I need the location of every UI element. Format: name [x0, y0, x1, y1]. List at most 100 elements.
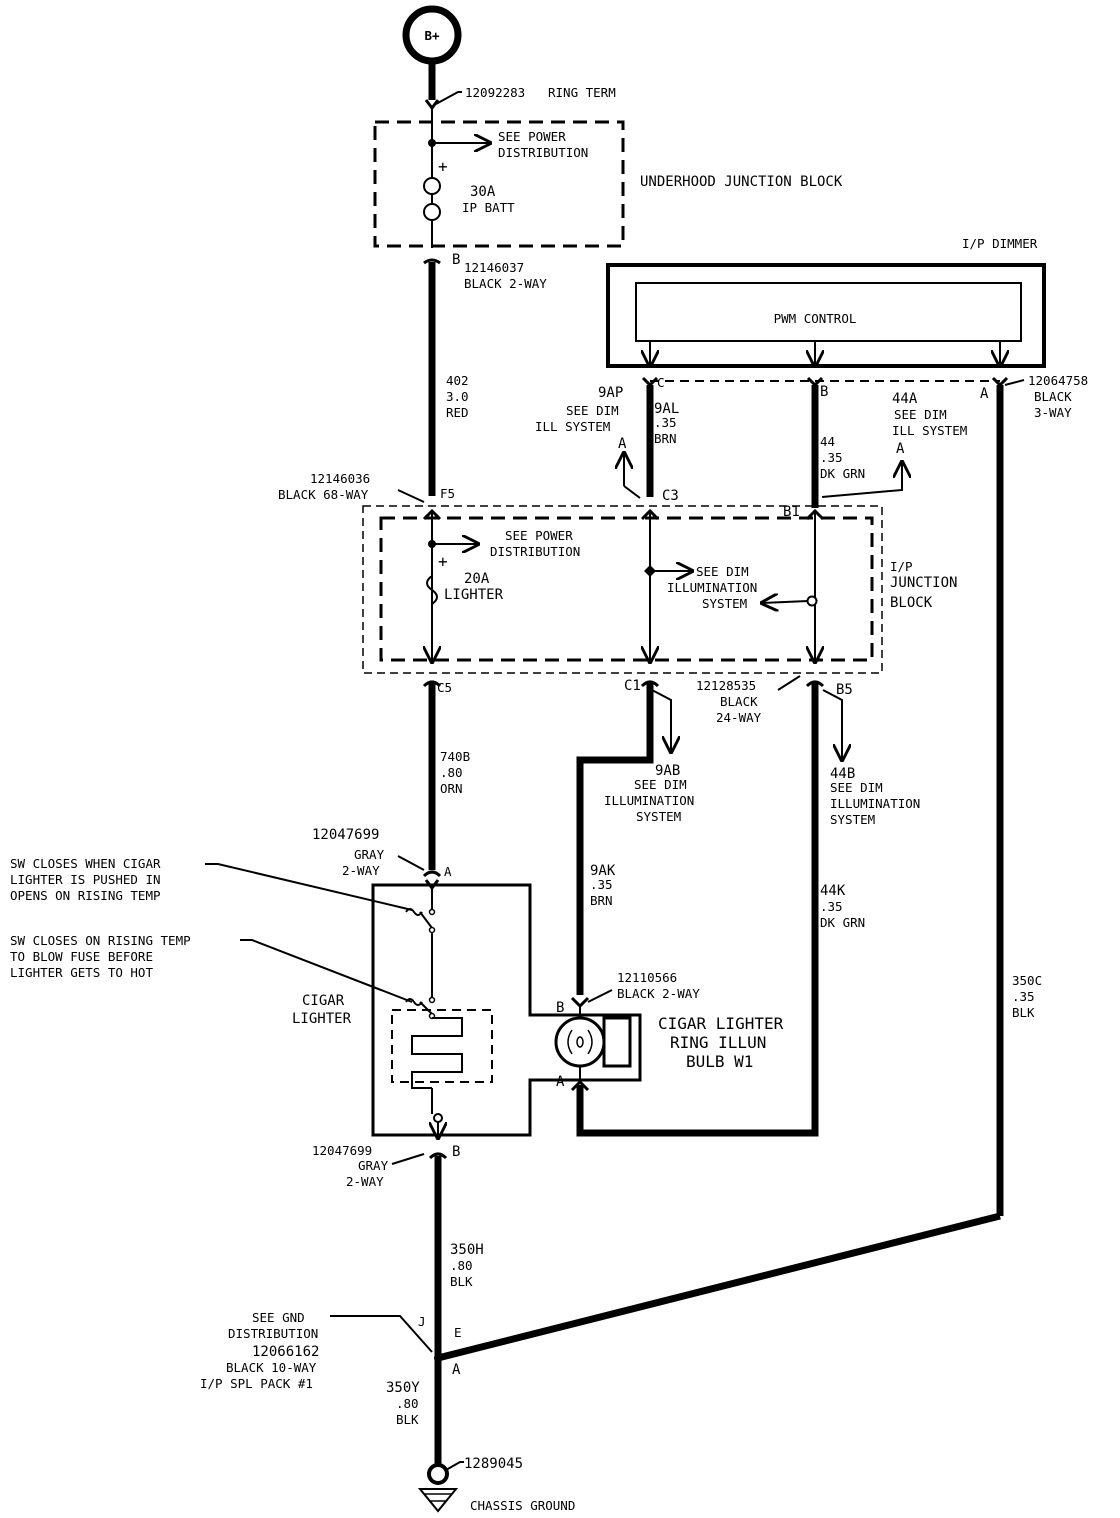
underhood-see-line2: DISTRIBUTION — [498, 145, 588, 160]
w9ap-branch-line — [623, 485, 641, 499]
bulb-pin-b-terminal — [570, 996, 590, 1009]
dimmer-pin-a: A — [980, 386, 989, 402]
circuit-44a: 44A — [892, 391, 918, 407]
bulb-pin-a: A — [556, 1074, 565, 1090]
pwm-control-label: PWM CONTROL — [774, 311, 857, 326]
circuit-9al: 9AL — [654, 401, 679, 417]
ip-junction-block — [379, 516, 874, 662]
ring-illumination-bulb-symbol — [554, 1016, 606, 1068]
splice-part: 12066162 — [252, 1344, 319, 1360]
note1-line1: SW CLOSES WHEN CIGAR — [10, 856, 161, 871]
ground-leader — [445, 1461, 464, 1471]
underhood-conn-part: 12146037 — [464, 260, 524, 275]
note2-line3: LIGHTER GETS TO HOT — [10, 965, 153, 980]
lighter-bot-part: 12047699 — [312, 1143, 372, 1158]
ground-part: 1289045 — [464, 1456, 523, 1472]
lighter-bot-type: GRAY — [358, 1158, 389, 1173]
w44a-see: SEE DIM — [894, 407, 947, 422]
ipjb-conn2-part: 12128535 — [696, 678, 756, 693]
w9ab-line1: SEE DIM — [634, 777, 687, 792]
underhood-junction-block — [373, 120, 625, 248]
w9al-color: BRN — [654, 431, 677, 446]
lighter-bot-terminal — [428, 1152, 448, 1160]
bulb-name-line1: CIGAR LIGHTER — [658, 1014, 784, 1033]
ipjb-dim-line3: SYSTEM — [702, 596, 747, 611]
lighter-bot-leader — [391, 1153, 425, 1165]
bulb-part-leader — [587, 989, 613, 1003]
w350y-color: BLK — [396, 1412, 419, 1427]
ground-label: CHASSIS GROUND — [470, 1498, 575, 1513]
circuit-44: 44 — [820, 434, 835, 449]
bulb-socket-bracket — [602, 1016, 632, 1068]
underhood-conn-type: BLACK 2-WAY — [464, 276, 547, 291]
heating-element-boundary — [391, 1009, 493, 1083]
w44b-line2: ILLUMINATION — [830, 796, 920, 811]
battery-label: B+ — [424, 28, 440, 43]
w9ab-line3: SYSTEM — [636, 809, 681, 824]
w44k-gauge: .35 — [820, 899, 843, 914]
lighter-top-type: GRAY — [354, 847, 385, 862]
note1-leader — [205, 863, 413, 911]
w9al-gauge: .35 — [654, 415, 677, 430]
ring-part-number: 12092283 — [465, 85, 525, 100]
ipjb-conn2-ways: 24-WAY — [716, 710, 762, 725]
ipjb-plus-sign: + — [438, 552, 448, 571]
ipjb-44-dim-arrow — [762, 601, 809, 603]
dimmer-type: BLACK — [1034, 389, 1072, 404]
circuit-9ab: 9AB — [655, 763, 680, 779]
ipjb-pin-c1: C1 — [624, 678, 641, 694]
circuit-9ak: 9AK — [590, 863, 616, 879]
w740b-gauge: .80 — [440, 765, 463, 780]
wire-350c-return — [437, 1212, 1001, 1362]
w44a-system: ILL SYSTEM — [892, 423, 967, 438]
sw2-contact-top — [428, 996, 436, 1004]
w44a-arrow — [821, 462, 902, 498]
wire-402-color: RED — [446, 405, 469, 420]
lighter-bot-ways: 2-WAY — [346, 1174, 384, 1189]
splice-pack-name: I/P SPL PACK #1 — [200, 1376, 313, 1391]
dimmer-title: I/P DIMMER — [962, 236, 1038, 251]
circuit-9ap: 9AP — [598, 385, 623, 401]
fuse-20a-rating: 20A — [464, 571, 490, 587]
bulb-name-line2: RING ILLUN — [670, 1033, 766, 1052]
ipjb-dim-line2: ILLUMINATION — [667, 580, 757, 595]
lighter-top-pin: A — [444, 864, 452, 879]
fuse-30a-symbol — [423, 177, 441, 221]
bulb-name-line3: BULB W1 — [686, 1052, 753, 1071]
splice-pin-e: E — [454, 1325, 462, 1340]
w44b-arrow — [822, 689, 842, 760]
ipjb-pin-c3: C3 — [662, 488, 679, 504]
w350h-color: BLK — [450, 1274, 473, 1289]
ipjb-conn2-leader — [777, 675, 801, 691]
ipjb-44-node — [806, 595, 818, 607]
lighter-name-line2: LIGHTER — [292, 1011, 352, 1027]
lighter-top-terminal — [422, 870, 442, 878]
note2-line2: TO BLOW FUSE BEFORE — [10, 949, 153, 964]
ipjb-pin-c5: C5 — [437, 680, 452, 695]
ipjb-pin-b5: B5 — [836, 682, 853, 698]
wire-44k-dk-grn — [576, 683, 819, 1137]
circuit-350y: 350Y — [386, 1380, 420, 1396]
circuit-740b: 740B — [440, 749, 470, 764]
underhood-block-title: UNDERHOOD JUNCTION BLOCK — [640, 174, 843, 190]
lighter-top-ways: 2-WAY — [342, 863, 380, 878]
sw1-contact-bottom — [428, 926, 436, 934]
note1-line3: OPENS ON RISING TEMP — [10, 888, 161, 903]
splice-see-line2: DISTRIBUTION — [228, 1326, 318, 1341]
ipjb-dim-line1: SEE DIM — [696, 564, 749, 579]
w350y-gauge: .80 — [396, 1396, 419, 1411]
w740b-color: ORN — [440, 781, 463, 796]
sw1-blade — [419, 911, 433, 929]
w350c-gauge: .35 — [1012, 989, 1035, 1004]
ipjb-b5-terminal — [805, 680, 825, 688]
heating-element-terminal — [433, 1113, 443, 1123]
ipjb-pin-f5: F5 — [440, 486, 455, 501]
note2-line1: SW CLOSES ON RISING TEMP — [10, 933, 191, 948]
circuit-44b: 44B — [830, 766, 855, 782]
w350h-gauge: .80 — [450, 1258, 473, 1273]
sw2-blade — [419, 1001, 433, 1015]
chassis-ground-symbol — [417, 1463, 459, 1513]
circuit-350c: 350C — [1012, 973, 1042, 988]
bulb-part: 12110566 — [617, 970, 677, 985]
